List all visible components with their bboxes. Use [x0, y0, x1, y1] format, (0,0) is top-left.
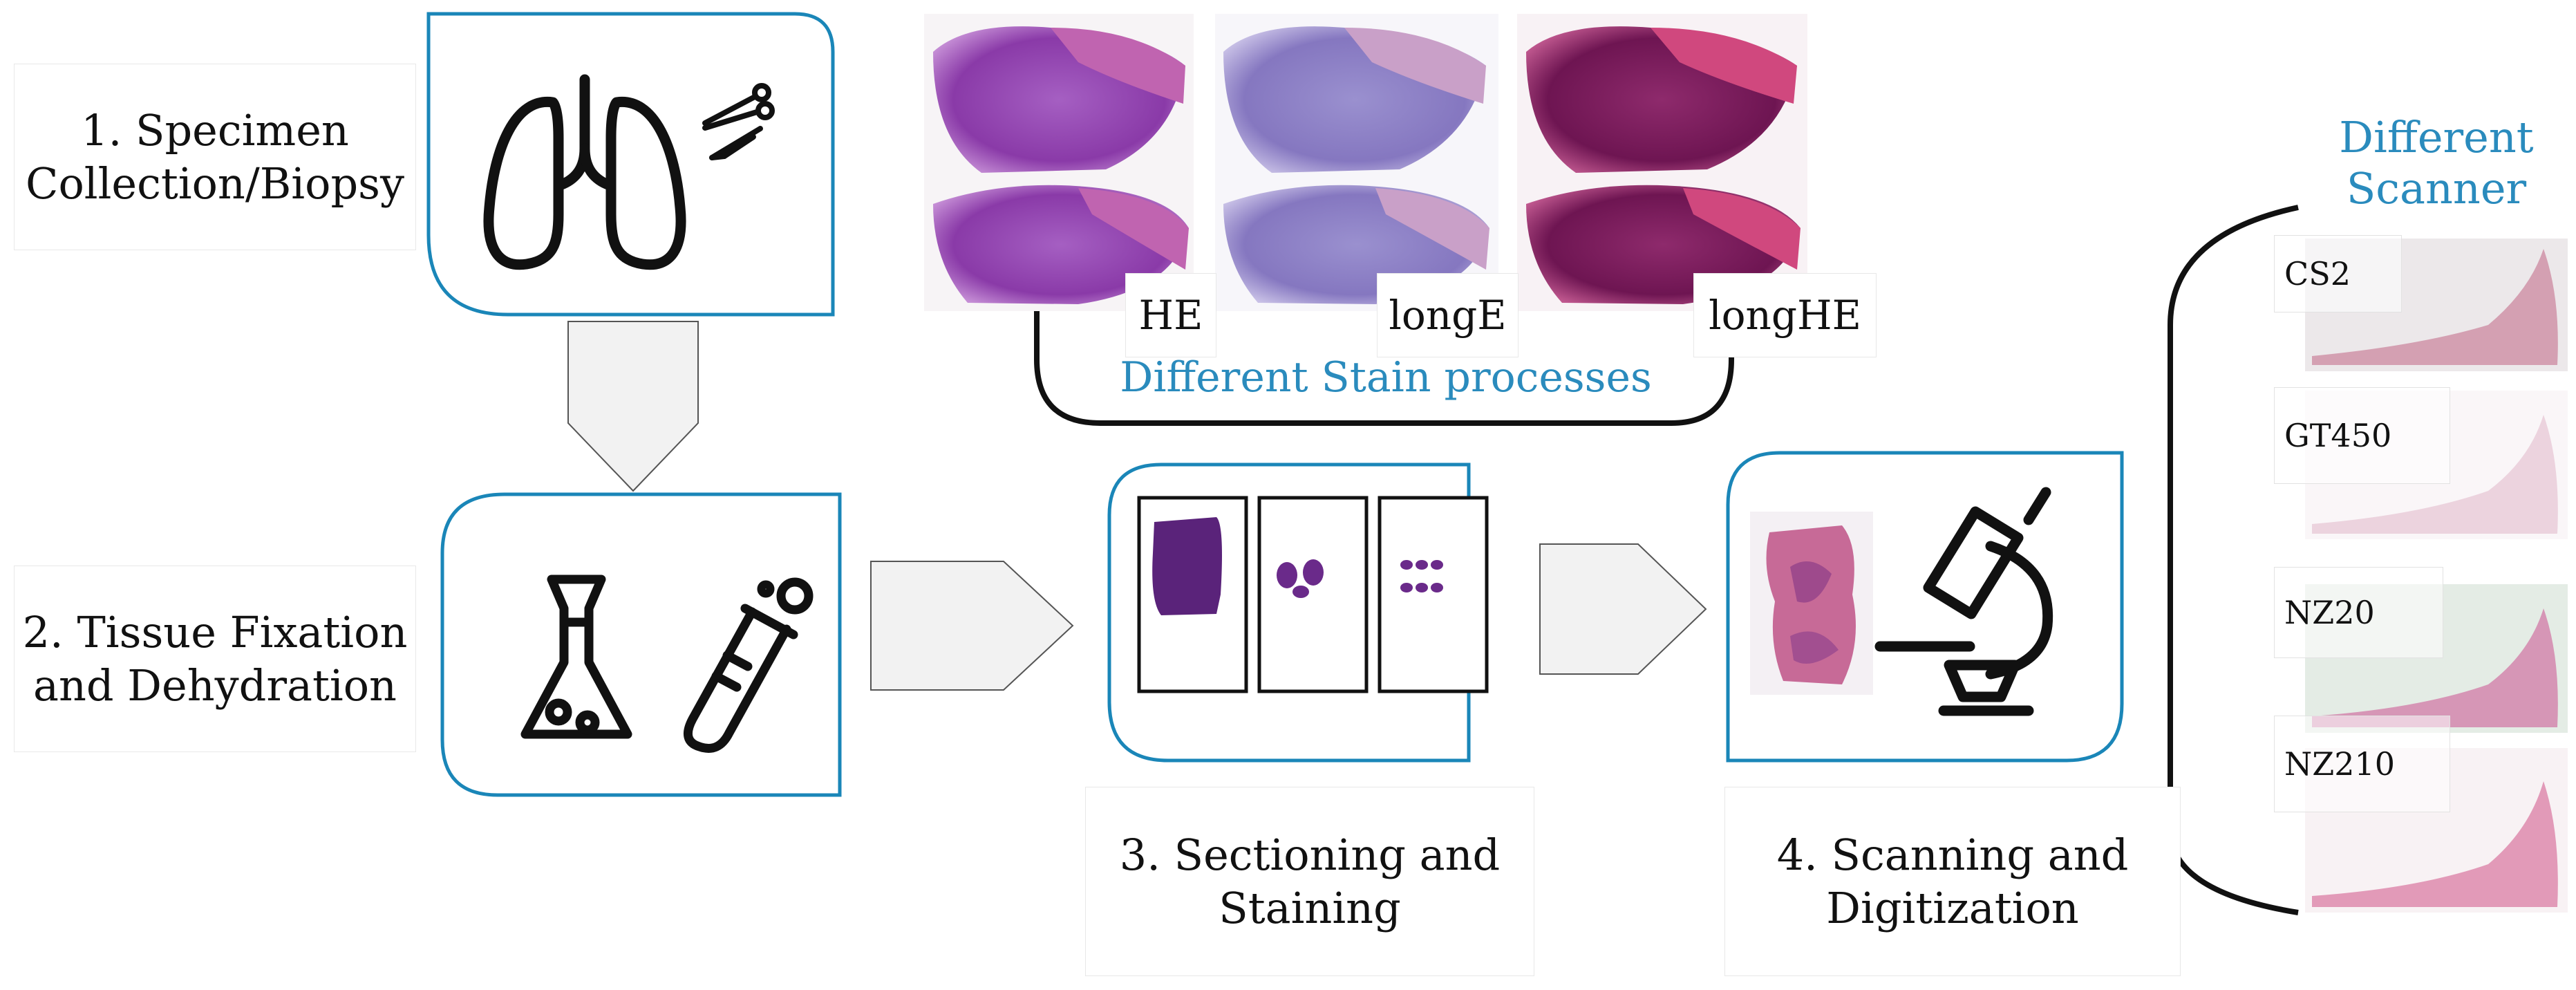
stain-image-longHE — [1517, 14, 1807, 311]
scanner-tag-NZ210: NZ210 — [2274, 716, 2450, 812]
scanner-tag-GT450: GT450 — [2274, 387, 2450, 484]
microscope-icon — [1874, 487, 2053, 716]
flask-icon — [520, 575, 632, 739]
tissue-block — [1152, 517, 1222, 615]
step3-line2: Staining — [1219, 883, 1401, 933]
step1-line2: Collection/Biopsy — [26, 158, 404, 209]
arrow-right-2 — [1539, 543, 1707, 675]
step4-label: 4. Scanning and Digitization — [1724, 787, 2181, 976]
scanner-bracket — [2168, 205, 2299, 915]
scanner-title-line2: Scanner — [2346, 163, 2527, 214]
step1-line1: 1. Specimen — [81, 104, 349, 156]
step2-line1: 2. Tissue Fixation — [22, 606, 408, 657]
step4-line1: 4. Scanning and — [1776, 829, 2129, 880]
scanner-tag-NZ20: NZ20 — [2274, 567, 2443, 658]
scalpel-scissors-icon — [702, 83, 775, 160]
step3-label: 3. Sectioning and Staining — [1085, 787, 1534, 976]
lungs-icon — [483, 74, 686, 270]
stain-tag-HE: HE — [1125, 273, 1216, 357]
stain-image-HE — [924, 14, 1194, 311]
stain-image-longE — [1215, 14, 1498, 311]
step1-label: 1. Specimen Collection/Biopsy — [14, 64, 416, 250]
step2-line2: and Dehydration — [33, 660, 397, 711]
step2-label: 2. Tissue Fixation and Dehydration — [14, 566, 416, 752]
scanner-title-line1: Different — [2339, 112, 2534, 162]
arrow-down — [567, 321, 699, 492]
step3-line1: 3. Sectioning and — [1119, 829, 1501, 880]
scanned-tissue-thumbnail — [1750, 512, 1873, 695]
stain-processes-title: Different Stain processes — [1120, 353, 1652, 402]
slides-icon — [1137, 496, 1489, 693]
stain-bracket — [1034, 311, 1734, 426]
scanner-tag-CS2: CS2 — [2274, 235, 2402, 312]
step4-line2: Digitization — [1826, 883, 2079, 933]
tissue-ribbons-2 — [1277, 559, 1324, 598]
test-tube-icon — [683, 577, 814, 753]
stain-tag-longE: longE — [1377, 273, 1519, 357]
arrow-right-1 — [870, 561, 1074, 691]
step1-box — [426, 12, 835, 317]
scanner-title: Different Scanner — [2305, 112, 2568, 215]
stain-tag-longHE: longHE — [1693, 273, 1877, 357]
tissue-ribbons-6 — [1400, 560, 1443, 592]
